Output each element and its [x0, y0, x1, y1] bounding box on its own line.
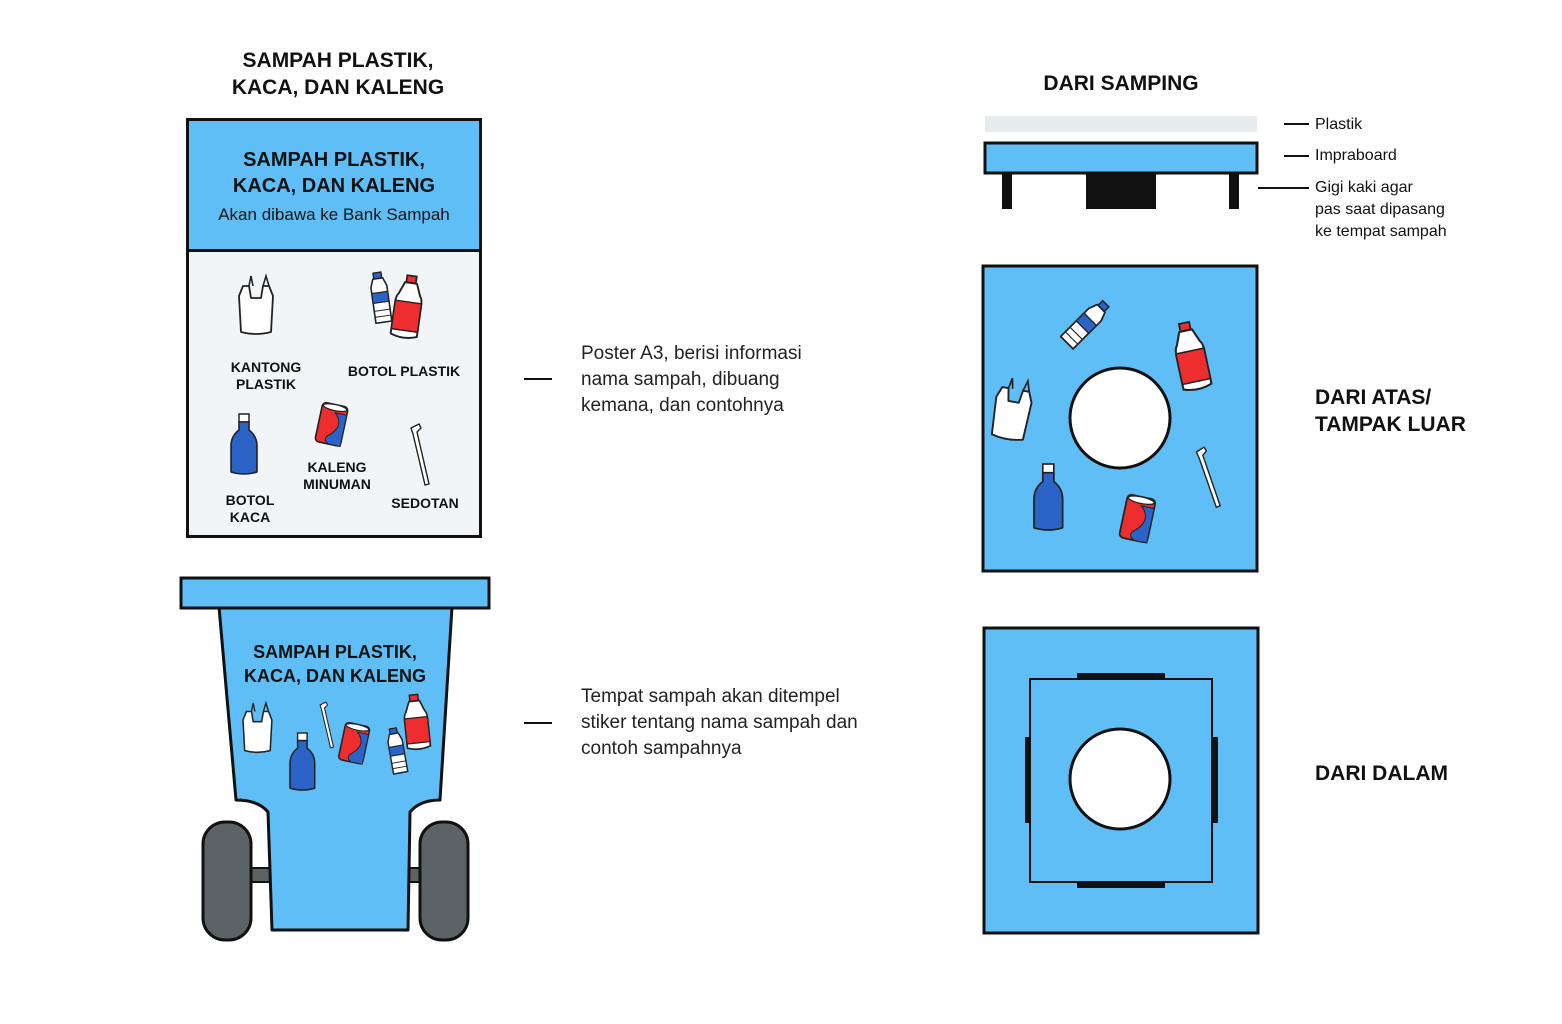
- side-view-title: DARI SAMPING: [1043, 72, 1199, 95]
- label-gigi-kaki: Gigi kaki agar pas saat dipasang ke temp…: [1315, 179, 1447, 240]
- center-tooth: [1086, 173, 1156, 209]
- poster-header-subtitle: Akan dibawa ke Bank Sampah: [218, 205, 450, 224]
- bin-sticker-label: SAMPAH PLASTIK, KACA, DAN KALENG: [244, 642, 426, 686]
- label-impraboard: Impraboard: [1315, 147, 1397, 164]
- label-sedotan: SEDOTAN: [391, 495, 459, 511]
- bin-body: [217, 605, 454, 932]
- tooth-right: [1212, 737, 1218, 823]
- poster-body: KANTONG PLASTIK BOTOL PLASTIK BOTOL KACA…: [189, 252, 479, 535]
- impraboard-layer: [983, 141, 1259, 175]
- left-wheel: [201, 820, 253, 942]
- tooth-top: [1077, 673, 1165, 679]
- inner-view-label: DARI DALAM: [1315, 762, 1448, 785]
- label-botol-kaca: BOTOL KACA: [225, 492, 275, 525]
- bin-description: Tempat sampah akan ditempel stiker tenta…: [581, 686, 858, 759]
- poster-header: SAMPAH PLASTIK, KACA, DAN KALENG Akan di…: [189, 121, 479, 252]
- plastic-layer: [985, 116, 1257, 132]
- tooth-left: [1025, 737, 1031, 823]
- poster-header-title: SAMPAH PLASTIK, KACA, DAN KALENG: [232, 149, 436, 197]
- poster-a3: SAMPAH PLASTIK, KACA, DAN KALENG Akan di…: [186, 118, 482, 538]
- right-wheel: [418, 820, 470, 942]
- top-view-hole: [1068, 366, 1172, 470]
- label-kaleng-minuman: KALENG MINUMAN: [303, 459, 371, 492]
- leg-right: [1229, 173, 1239, 209]
- label-plastik: Plastik: [1315, 116, 1363, 133]
- label-botol-plastik: BOTOL PLASTIK: [347, 363, 461, 379]
- leg-left: [1002, 173, 1012, 209]
- bin-lid: [179, 576, 491, 610]
- bin-desc-dash: [524, 722, 552, 724]
- inner-view-hole: [1068, 727, 1172, 831]
- top-view-label: DARI ATAS/ TAMPAK LUAR: [1315, 386, 1466, 436]
- poster-desc-dash: [524, 378, 552, 380]
- tooth-bottom: [1077, 882, 1165, 888]
- label-kantong-plastik: KANTONG PLASTIK: [230, 359, 302, 392]
- poster-heading: SAMPAH PLASTIK, KACA, DAN KALENG: [231, 49, 445, 99]
- poster-description: Poster A3, berisi informasi nama sampah,…: [581, 343, 802, 416]
